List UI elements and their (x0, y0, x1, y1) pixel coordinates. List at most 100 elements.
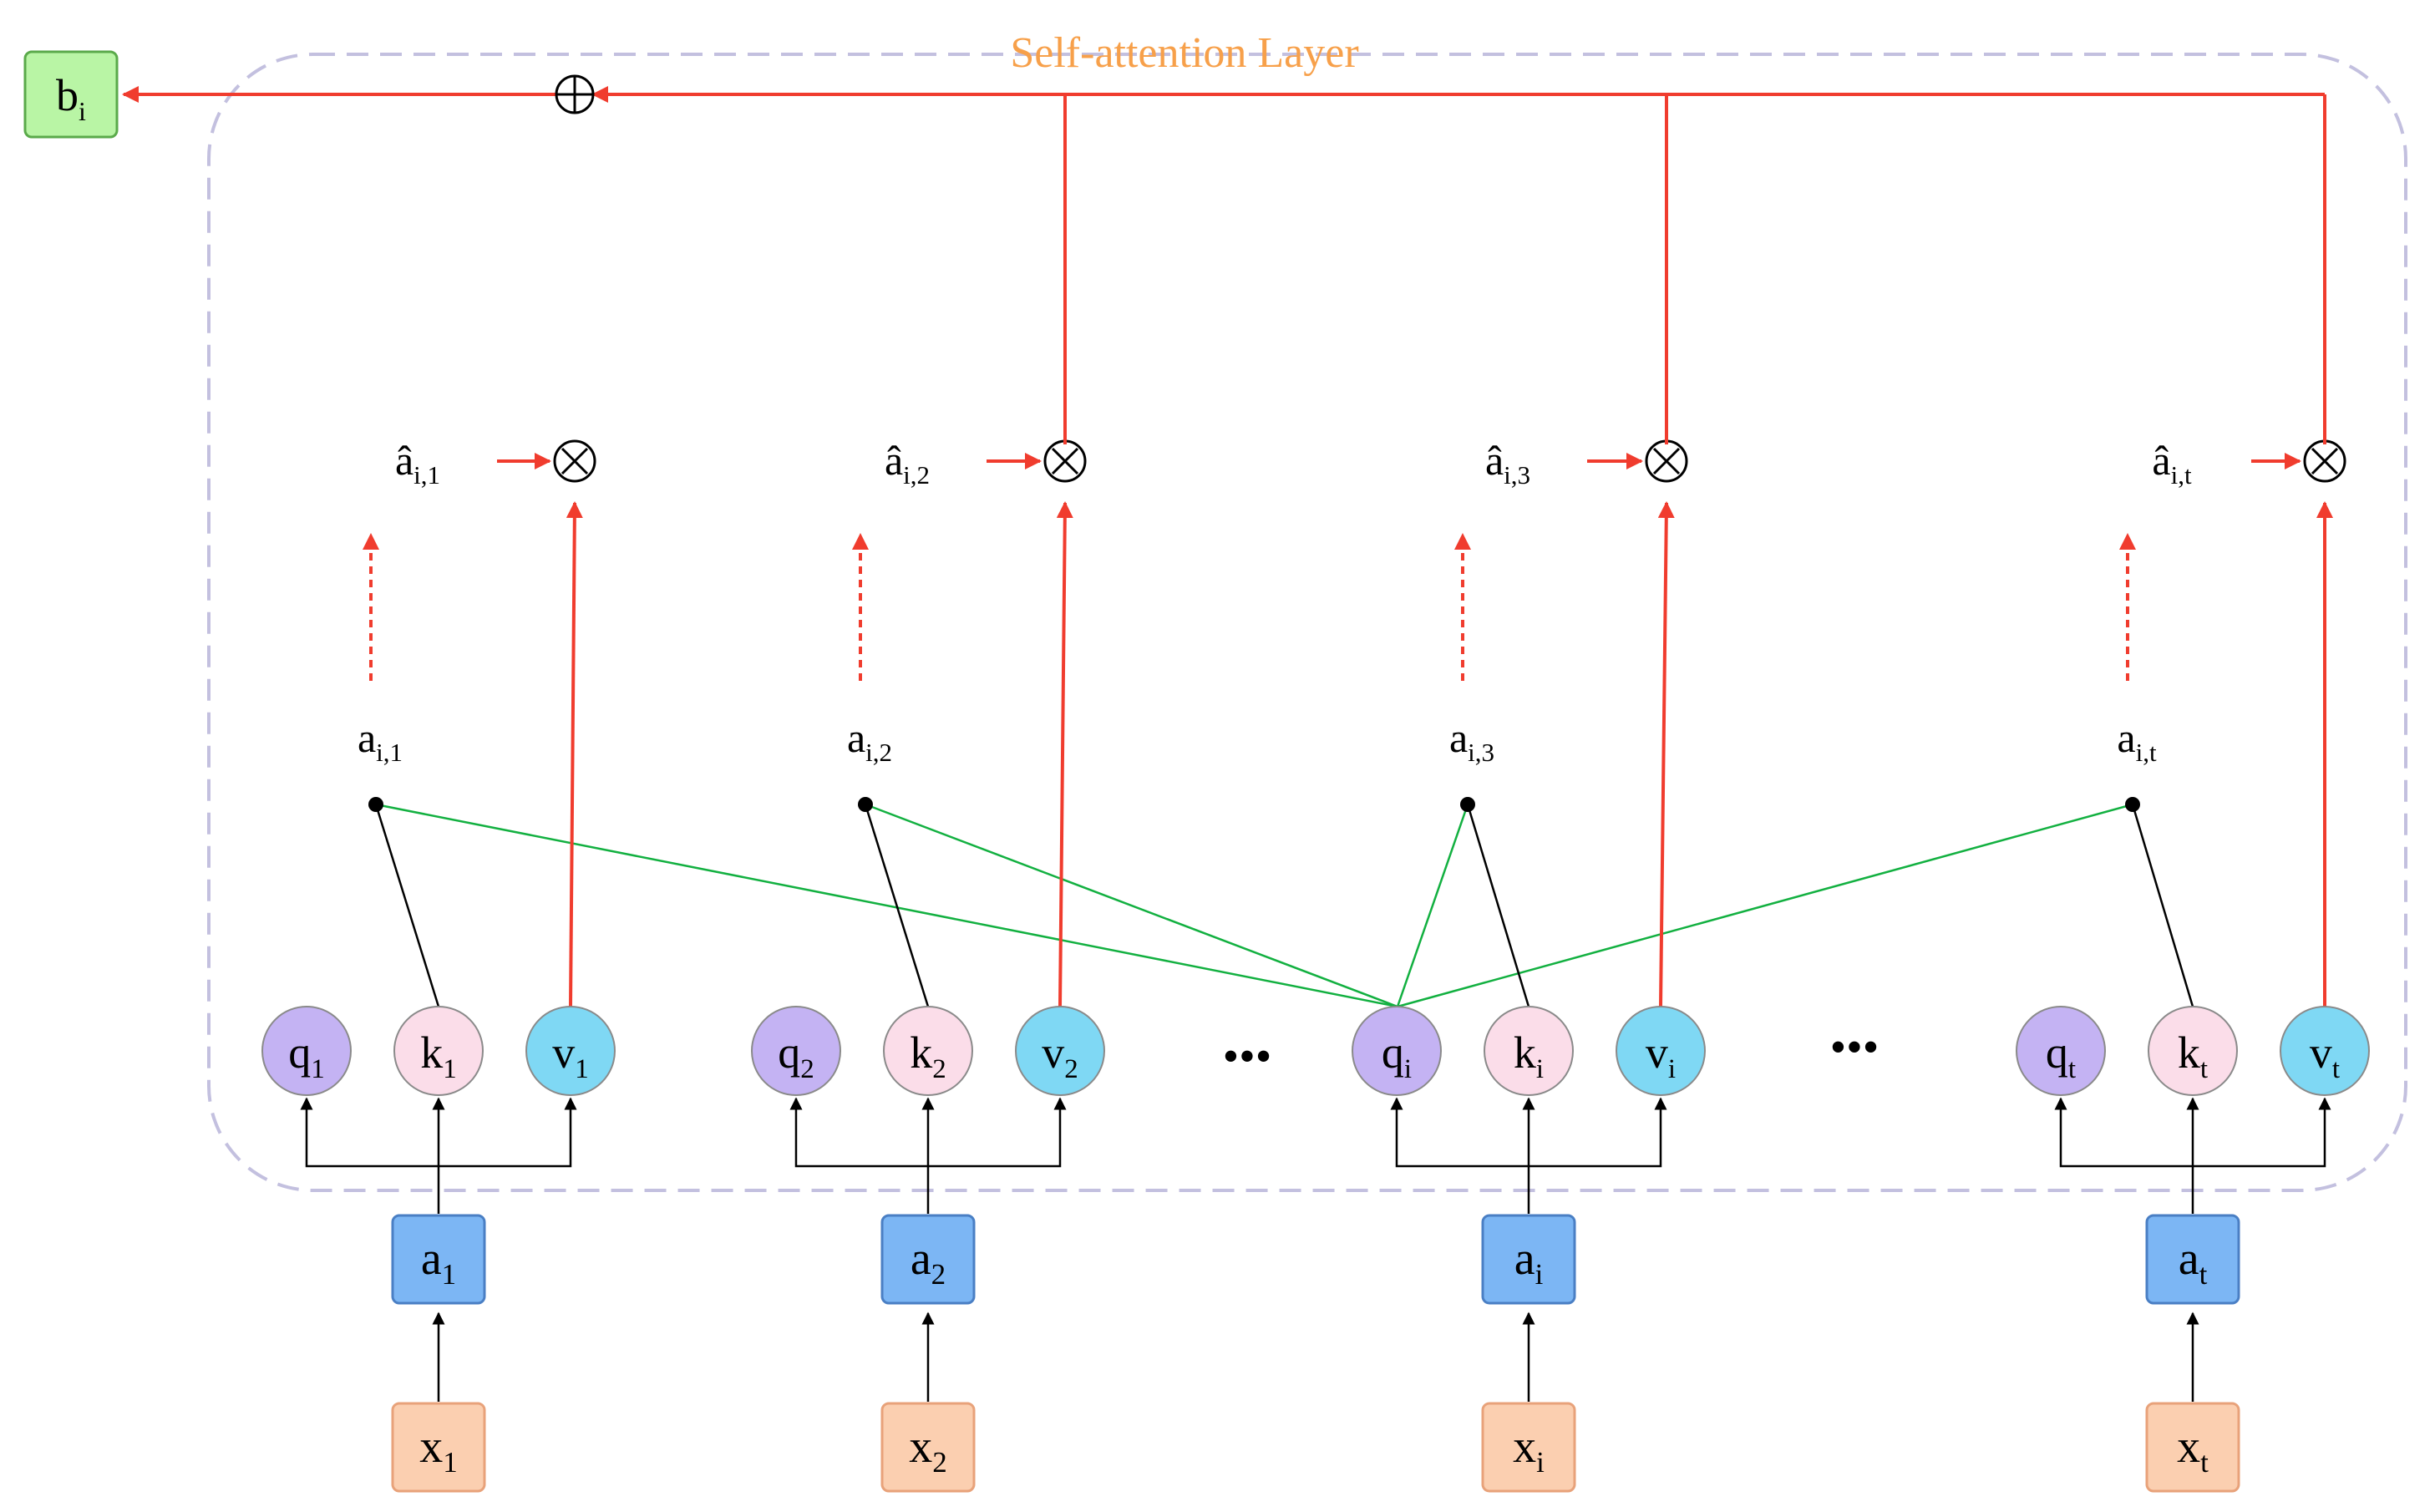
weight-label-1-sub: i,1 (413, 460, 440, 490)
input-box-1 (391, 1402, 486, 1493)
weight-label-1-main: â (395, 437, 413, 484)
input-label-2: x2 (909, 1421, 947, 1479)
query-label-3-main: q (1382, 1027, 1404, 1078)
key-label-2-main: k (910, 1027, 932, 1078)
score-dot-4 (2125, 797, 2140, 812)
query-label-2-sub: 2 (800, 1054, 814, 1084)
weight-label-2-sub: i,2 (903, 460, 930, 490)
score-dot-2 (858, 797, 873, 812)
key-score-link-1 (374, 804, 440, 1007)
score-label-1-main: a (358, 714, 376, 761)
weight-label-4: âi,t (2152, 437, 2192, 490)
score-label-2-sub: i,2 (865, 738, 892, 767)
score-label-2: ai,2 (847, 714, 892, 767)
query-link-2 (865, 803, 1398, 1008)
embed-to-value-4 (2193, 1097, 2331, 1168)
output-sub: i (79, 96, 86, 126)
key-score-link-3 (1466, 804, 1530, 1007)
score-label-3-main: a (1449, 714, 1468, 761)
weight-label-2-main: â (885, 437, 903, 484)
input-label-3-sub: i (1536, 1446, 1545, 1479)
output-node: bi (23, 50, 119, 139)
weight-label-3-main: â (1485, 437, 1504, 484)
input-label-3-main: x (1513, 1421, 1536, 1473)
embedding-label-2-main: a (911, 1233, 931, 1285)
key-node-4 (2148, 1006, 2238, 1096)
input-box-4 (2145, 1402, 2240, 1493)
value-arrow-3 (1657, 501, 1675, 1007)
value-label-3-main: v (1646, 1027, 1668, 1078)
value-label-2-main: v (1042, 1027, 1064, 1078)
query-label-4-sub: t (2068, 1054, 2076, 1084)
query-label-1-sub: 1 (311, 1054, 325, 1084)
key-score-link-4 (2131, 804, 2194, 1007)
key-label-2: k2 (910, 1027, 946, 1084)
key-score-link-2 (864, 804, 930, 1007)
key-label-3-main: k (1514, 1027, 1536, 1078)
key-label-2-sub: 2 (932, 1054, 946, 1084)
embed-to-value-3 (1529, 1097, 1667, 1168)
score-dot-1 (368, 797, 383, 812)
score-label-3: ai,3 (1449, 714, 1494, 767)
key-label-3: ki (1514, 1027, 1544, 1084)
value-label-4-sub: t (2332, 1054, 2340, 1084)
key-label-1: k1 (420, 1027, 457, 1084)
value-node-1 (525, 1006, 616, 1096)
embedding-label-4-sub: t (2199, 1258, 2208, 1291)
query-node-3 (1352, 1006, 1442, 1096)
score-label-2-main: a (847, 714, 865, 761)
score-label-1-sub: i,1 (376, 738, 403, 767)
weight-label-4-main: â (2152, 437, 2170, 484)
ellipsis-2: ••• (1830, 1022, 1880, 1073)
embedding-box-2 (880, 1214, 976, 1305)
input-label-4-main: x (2177, 1421, 2200, 1473)
value-label-3: vi (1646, 1027, 1676, 1084)
value-label-1-main: v (552, 1027, 575, 1078)
score-label-4-sub: i,t (2136, 738, 2157, 767)
query-label-4: qt (2046, 1027, 2076, 1084)
embedding-label-3: ai (1514, 1233, 1544, 1291)
embedding-label-3-main: a (1514, 1233, 1535, 1285)
query-label-1: q1 (288, 1027, 325, 1084)
embedding-label-1: a1 (421, 1233, 456, 1291)
embed-to-query-3 (1390, 1097, 1529, 1168)
embedding-label-4-main: a (2179, 1233, 2199, 1285)
input-box-2 (880, 1402, 976, 1493)
query-label-3-sub: i (1404, 1054, 1412, 1084)
score-label-4: ai,t (2117, 714, 2157, 767)
embed-to-query-1 (300, 1097, 439, 1168)
sum-node (555, 74, 595, 114)
value-label-4: vt (2310, 1027, 2340, 1084)
input-label-2-main: x (909, 1421, 932, 1473)
svg-text:bi: bi (56, 70, 86, 126)
value-label-1: v1 (552, 1027, 589, 1084)
key-node-1 (393, 1006, 484, 1096)
key-label-4: kt (2178, 1027, 2208, 1084)
embed-to-query-2 (789, 1097, 928, 1168)
input-label-4: xt (2177, 1421, 2209, 1479)
query-label-2: q2 (778, 1027, 814, 1084)
embedding-label-1-sub: 1 (442, 1258, 457, 1291)
query-node-1 (261, 1006, 352, 1096)
query-link-3 (1396, 804, 1469, 1007)
value-label-4-main: v (2310, 1027, 2332, 1078)
score-dot-3 (1460, 797, 1475, 812)
query-label-3: qi (1382, 1027, 1412, 1084)
embed-to-value-2 (928, 1097, 1067, 1168)
score-label-3-sub: i,3 (1468, 738, 1494, 767)
embedding-label-1-main: a (421, 1233, 442, 1285)
query-node-4 (2016, 1006, 2106, 1096)
query-label-4-main: q (2046, 1027, 2068, 1078)
query-link-1 (375, 803, 1398, 1008)
input-label-1: x1 (419, 1421, 458, 1479)
input-label-1-main: x (419, 1421, 443, 1473)
value-node-4 (2280, 1006, 2370, 1096)
query-node-2 (751, 1006, 841, 1096)
score-label-4-main: a (2117, 714, 2135, 761)
value-label-3-sub: i (1668, 1054, 1676, 1084)
value-label-2-sub: 2 (1064, 1054, 1078, 1084)
weight-label-1: âi,1 (395, 437, 440, 490)
key-label-3-sub: i (1536, 1054, 1544, 1084)
